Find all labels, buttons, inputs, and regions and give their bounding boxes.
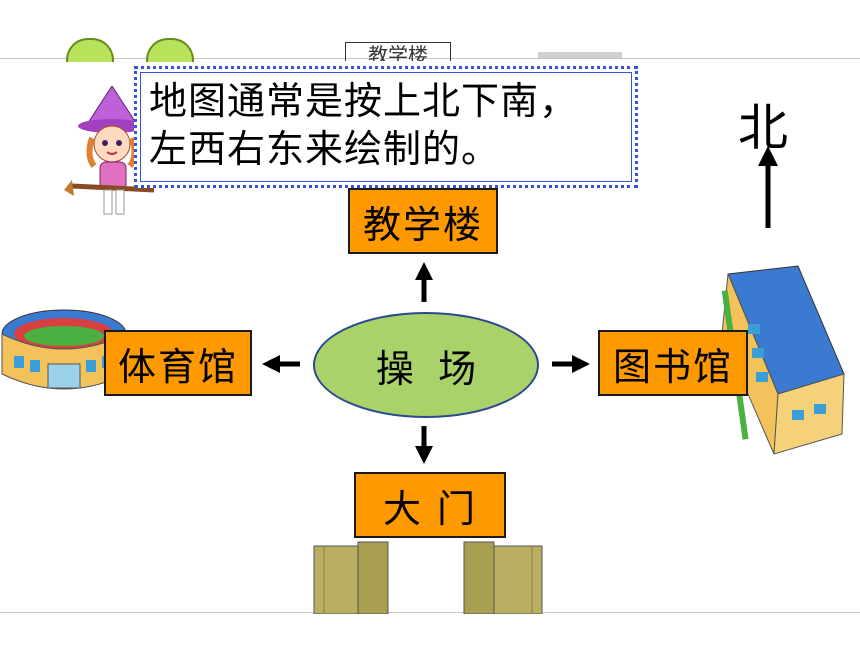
north-arrow-icon — [758, 146, 778, 228]
slide-top-divider — [0, 58, 860, 59]
center-ellipse: 操 场 — [313, 312, 539, 418]
explanation-callout: 地图通常是按上北下南， 左西右东来绘制的。 — [134, 66, 638, 188]
slide-bottom-divider — [0, 612, 860, 613]
callout-line-2: 左西右东来绘制的。 — [149, 127, 501, 171]
box-left: 体育馆 — [104, 330, 252, 396]
box-top: 教学楼 — [348, 188, 498, 254]
arrow-to-right — [552, 355, 590, 373]
library-building-icon — [721, 265, 845, 455]
faded-bar — [538, 52, 622, 58]
box-bottom: 大 门 — [354, 472, 506, 538]
callout-text: 地图通常是按上北下南， 左西右东来绘制的。 — [149, 77, 629, 173]
box-right: 图书馆 — [598, 330, 748, 396]
north-label: 北 — [738, 99, 788, 157]
arrow-to-top — [415, 262, 433, 302]
arrow-to-bottom — [415, 426, 433, 464]
gate-icon — [313, 541, 543, 614]
faded-bubble-icon — [66, 38, 114, 62]
callout-line-1: 地图通常是按上北下南， — [149, 79, 579, 123]
stadium-icon — [1, 309, 127, 390]
arrow-to-left — [262, 355, 300, 373]
faded-top-label: 教学楼 — [345, 42, 451, 61]
witch-character-icon — [64, 86, 155, 215]
